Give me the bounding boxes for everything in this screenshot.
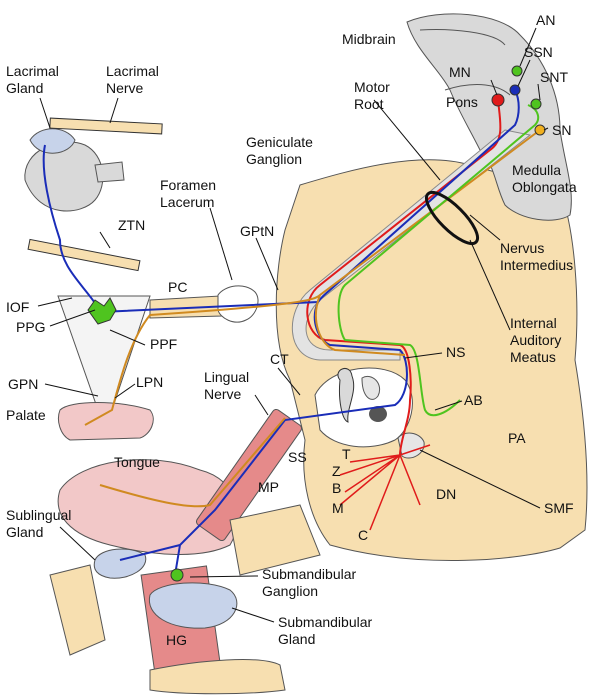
- label-mp: MP: [258, 479, 279, 495]
- tongue: [57, 459, 239, 555]
- label-sublingual-gland-1: Sublingual: [6, 507, 71, 523]
- snt-nucleus: [530, 98, 542, 110]
- midbrain-fold: [419, 29, 506, 46]
- label-mn: MN: [449, 64, 471, 80]
- pons-fold: [444, 84, 511, 96]
- ossicle-2: [361, 376, 380, 400]
- leader-lines: [37, 27, 549, 623]
- label-ppf: PPF: [150, 336, 177, 352]
- label-ztn: ZTN: [118, 217, 145, 233]
- lacrimal-nerve-tube: [49, 117, 163, 135]
- label-lingual-nerve-2: Nerve: [204, 386, 242, 402]
- label-iof: IOF: [6, 299, 29, 315]
- label-internal-auditory-meatus-1: Internal: [510, 315, 557, 331]
- labels: Lacrimal Gland Lacrimal Nerve Midbrain A…: [6, 12, 577, 648]
- label-ssn: SSN: [524, 44, 553, 60]
- optic-nerve: [94, 161, 125, 183]
- medial-pterygoid-muscle: [195, 408, 303, 542]
- label-submandibular-gland-1: Submandibular: [278, 614, 373, 630]
- label-internal-auditory-meatus-2: Auditory: [510, 332, 561, 348]
- label-pons: Pons: [446, 94, 478, 110]
- label-lpn: LPN: [136, 374, 163, 390]
- eyeball: [24, 141, 104, 212]
- hyoid: [49, 564, 106, 656]
- ztn-tube: [27, 238, 141, 272]
- label-an: AN: [536, 12, 555, 28]
- foramen-lacerum: [217, 285, 259, 323]
- an-nucleus: [511, 65, 523, 77]
- internal-auditory-meatus-ring: [425, 191, 479, 245]
- label-gptn: GPtN: [240, 223, 274, 239]
- label-geniculate-ganglion-2: Ganglion: [246, 151, 302, 167]
- sublingual-gland: [93, 548, 147, 579]
- label-submandibular-gland-2: Gland: [278, 631, 315, 647]
- label-lingual-nerve-1: Lingual: [204, 369, 249, 385]
- label-m: M: [332, 500, 344, 516]
- submandibular-gland: [148, 582, 238, 629]
- label-gpn: GPN: [8, 376, 38, 392]
- label-internal-auditory-meatus-3: Meatus: [510, 349, 556, 365]
- label-motor-root-2: Root: [354, 96, 384, 112]
- label-submandibular-ganglion-1: Submandibular: [262, 566, 357, 582]
- label-sublingual-gland-2: Gland: [6, 524, 43, 540]
- label-lacrimal-nerve-2: Nerve: [106, 80, 144, 96]
- label-palate: Palate: [6, 407, 46, 423]
- motor-branches: [339, 444, 431, 531]
- label-medulla-oblongata-1: Medulla: [512, 162, 561, 178]
- sn-nucleus: [534, 124, 546, 136]
- label-medulla-oblongata-2: Oblongata: [512, 179, 577, 195]
- label-c: C: [358, 527, 368, 543]
- label-sn: SN: [552, 122, 571, 138]
- mandible-lower: [149, 659, 286, 695]
- palate: [57, 402, 154, 441]
- label-foramen-lacerum-1: Foramen: [160, 177, 216, 193]
- lacrimal-gland: [29, 128, 76, 154]
- label-ss: SS: [288, 449, 307, 465]
- label-nervus-intermedius-2: Intermedius: [500, 257, 573, 273]
- label-ns: NS: [446, 344, 465, 360]
- label-smf: SMF: [544, 500, 574, 516]
- ppg-ganglion: [87, 297, 117, 325]
- label-motor-root-1: Motor: [354, 79, 390, 95]
- label-z: Z: [332, 463, 341, 479]
- brainstem: [406, 13, 572, 221]
- label-ct: CT: [270, 351, 289, 367]
- label-lacrimal-nerve-1: Lacrimal: [106, 63, 159, 79]
- label-nervus-intermedius-1: Nervus: [500, 240, 544, 256]
- label-dn: DN: [436, 486, 456, 502]
- label-ab: AB: [464, 392, 483, 408]
- label-t: T: [342, 446, 351, 462]
- taste-nerve-orange: [84, 129, 541, 508]
- label-b: B: [332, 480, 341, 496]
- label-foramen-lacerum-2: Lacerum: [160, 194, 214, 210]
- mandible: [229, 504, 321, 576]
- label-lacrimal-gland-2: Gland: [6, 80, 43, 96]
- somatic-nerve-green: [337, 104, 540, 417]
- submandibular-ganglion-node: [170, 568, 184, 582]
- label-geniculate-ganglion-1: Geniculate: [246, 134, 313, 150]
- stylomastoid-region: [397, 432, 425, 459]
- label-midbrain: Midbrain: [342, 31, 396, 47]
- label-lacrimal-gland-1: Lacrimal: [6, 63, 59, 79]
- label-snt: SNT: [540, 69, 568, 85]
- mn-nucleus: [491, 93, 505, 107]
- label-pc: PC: [168, 279, 187, 295]
- ssn-nucleus: [509, 84, 521, 96]
- label-pa: PA: [508, 430, 526, 446]
- label-submandibular-ganglion-2: Ganglion: [262, 583, 318, 599]
- ossicles: [337, 367, 355, 423]
- label-ppg: PPG: [16, 319, 46, 335]
- oval-window: [369, 406, 387, 422]
- label-tongue: Tongue: [114, 454, 160, 470]
- label-hg: HG: [166, 632, 187, 648]
